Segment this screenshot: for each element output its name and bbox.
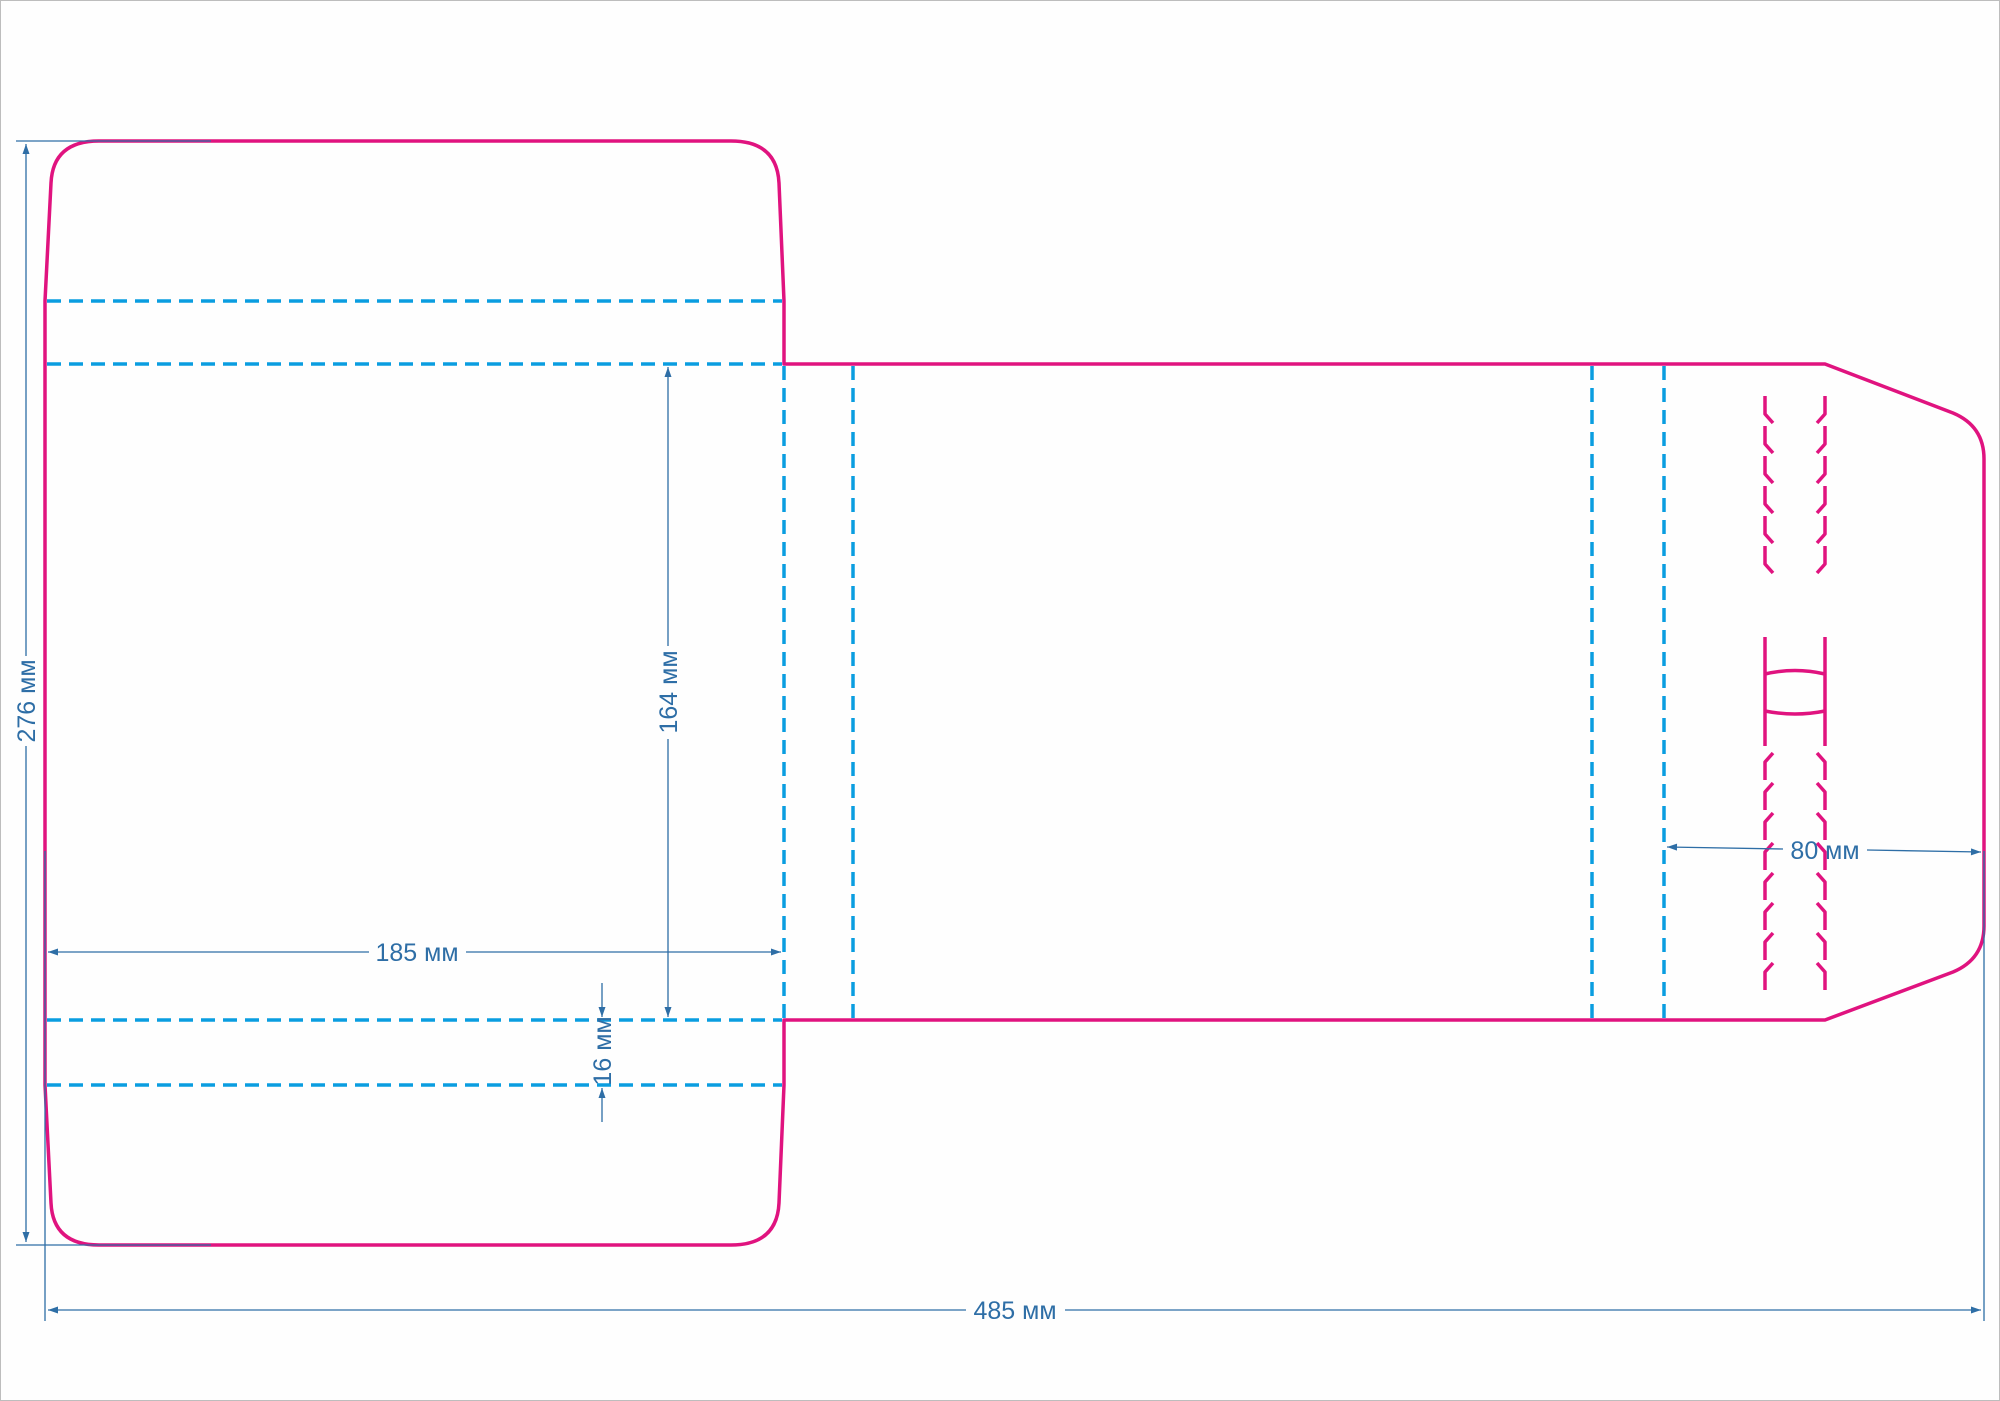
dim-label-164: 164 мм — [655, 650, 683, 733]
tuck-slot-perforations — [1763, 396, 1827, 990]
dim-label-16: 16 мм — [589, 1016, 617, 1085]
dim-line-80 — [1866, 848, 1982, 856]
dim-line-80 — [1666, 843, 1784, 851]
dim-label-80: 80 мм — [1790, 837, 1859, 865]
dim-label-276: 276 мм — [13, 659, 41, 742]
dim-label-485: 485 мм — [973, 1297, 1056, 1325]
slot-cut-lines — [1763, 396, 1827, 990]
dim-label-185: 185 мм — [375, 939, 458, 967]
cut-outline — [43, 139, 1986, 1247]
